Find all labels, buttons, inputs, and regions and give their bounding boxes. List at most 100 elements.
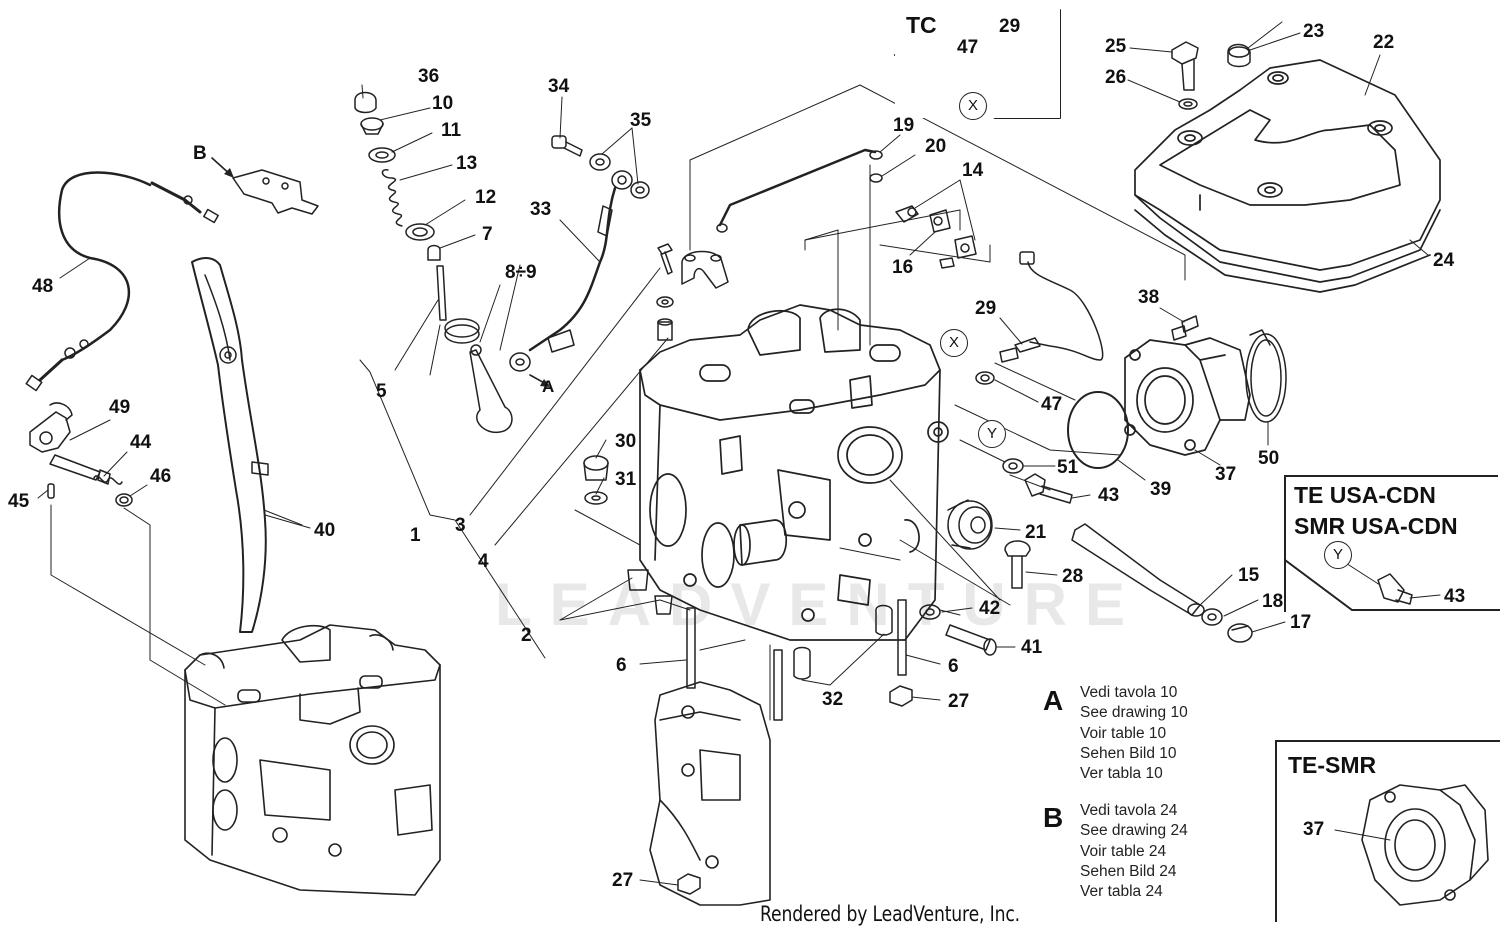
reference-a-line: Voir table 10	[1080, 724, 1167, 742]
callout-30: 30	[615, 431, 637, 452]
callout-leaders	[37, 21, 1441, 886]
callout-13: 13	[456, 153, 478, 174]
marker-x-main: X	[940, 329, 968, 357]
bolt-38	[1171, 315, 1199, 341]
callout-11: 11	[441, 120, 462, 141]
te-smr-manifold	[1361, 784, 1489, 906]
marker-y-te-usa: Y	[1324, 541, 1352, 569]
cam-cap	[681, 250, 729, 289]
reference-a-letter: A	[1043, 685, 1064, 716]
head-bolt	[656, 243, 674, 341]
te-smr-box-title: TE-SMR	[1288, 752, 1377, 778]
cylinder-head-view-left	[184, 624, 441, 896]
callout-43-te-usa: 43	[1444, 586, 1466, 607]
clamp-50	[1245, 329, 1287, 423]
washer-46	[115, 493, 133, 507]
washer-42	[919, 604, 941, 620]
callout-26: 26	[1105, 67, 1127, 88]
te-usa-box-line1: TE USA-CDN	[1294, 482, 1436, 508]
callout-a-arrow: A	[542, 377, 555, 396]
callout-33: 33	[530, 199, 552, 220]
frame-lines	[689, 84, 1186, 721]
callout-6a: 6	[616, 655, 627, 676]
reference-a-line: See drawing 10	[1080, 704, 1188, 722]
callout-23: 23	[1303, 21, 1325, 42]
callout-32: 32	[822, 689, 844, 710]
reference-a-line: Sehen Bild 10	[1080, 744, 1177, 762]
callout-15: 15	[1238, 565, 1260, 586]
marker-y-main: Y	[978, 420, 1006, 448]
callout-39: 39	[1150, 479, 1172, 500]
callout-29-tc: 29	[999, 16, 1021, 37]
callout-49: 49	[109, 397, 131, 418]
plugs-2	[627, 569, 673, 615]
intake-manifold-37	[1124, 337, 1251, 456]
callout-4: 4	[478, 551, 489, 572]
callout-46: 46	[150, 466, 172, 487]
bearing-21	[947, 499, 993, 550]
marker-x-tc: X	[959, 92, 987, 120]
pin-45	[47, 483, 55, 499]
te-usa-cdn-box	[1284, 475, 1498, 612]
callout-21: 21	[1025, 522, 1047, 543]
callout-48: 48	[32, 276, 54, 297]
callout-8-9: 8÷9	[505, 262, 537, 283]
callout-41: 41	[1021, 637, 1043, 658]
callout-10: 10	[432, 93, 454, 114]
callout-12: 12	[475, 187, 497, 208]
callout-7: 7	[482, 224, 493, 245]
oil-tube-19	[716, 148, 883, 233]
washer-18	[1201, 608, 1223, 626]
callout-51: 51	[1057, 457, 1079, 478]
temp-sensor-29	[975, 251, 1104, 385]
cylinder-lower	[649, 681, 771, 906]
cylinder-head-main	[639, 304, 949, 641]
reference-b-letter: B	[1043, 802, 1064, 833]
callout-16: 16	[892, 257, 914, 278]
callout-38: 38	[1138, 287, 1160, 308]
valve-cover-22	[1134, 59, 1441, 293]
callout-18: 18	[1262, 591, 1284, 612]
footer-credit: Rendered by LeadVenture, Inc.	[760, 902, 1020, 926]
callout-50: 50	[1258, 448, 1280, 469]
valve-train	[354, 91, 513, 434]
tc-box-title: TC	[906, 12, 937, 38]
callout-47-tc: 47	[957, 37, 979, 58]
callout-44: 44	[130, 432, 152, 453]
callout-45: 45	[8, 491, 30, 512]
te-usa-bolt	[1377, 573, 1413, 605]
bushings-32	[793, 604, 893, 680]
callout-43: 43	[1098, 485, 1120, 506]
bolt-28	[1004, 540, 1031, 589]
callout-3: 3	[455, 515, 466, 536]
callout-14: 14	[962, 160, 984, 181]
callout-29: 29	[975, 298, 997, 319]
plug-23	[1227, 43, 1251, 68]
reference-b-line: See drawing 24	[1080, 822, 1188, 840]
reference-b-line: Ver tabla 24	[1080, 883, 1163, 901]
reference-a-line: Ver tabla 10	[1080, 765, 1163, 783]
callout-37: 37	[1215, 464, 1237, 485]
callout-31: 31	[615, 469, 637, 490]
reference-a-line: Vedi tavola 10	[1080, 684, 1178, 701]
callout-22: 22	[1373, 32, 1395, 53]
plug-17	[1227, 623, 1253, 643]
reference-a-lines: Vedi tavola 10 See drawing 10 Voir table…	[1080, 683, 1188, 784]
callout-35: 35	[630, 110, 652, 131]
callout-25: 25	[1105, 36, 1127, 57]
callout-1: 1	[410, 525, 421, 546]
washer-51	[1002, 458, 1024, 474]
callout-2: 2	[521, 625, 532, 646]
callout-27a: 27	[948, 691, 970, 712]
callout-6b: 6	[948, 656, 959, 677]
te-usa-box-line2: SMR USA-CDN	[1294, 513, 1458, 539]
te-smr-box	[1275, 740, 1500, 922]
bolt-43	[1024, 473, 1073, 504]
callout-27b: 27	[612, 870, 634, 891]
bracket-b	[232, 169, 319, 215]
reference-b-line: Voir table 24	[1080, 842, 1167, 860]
callout-19: 19	[893, 115, 915, 136]
reference-b-lines: Vedi tavola 24 See drawing 24 Voir table…	[1080, 801, 1188, 902]
callout-47: 47	[1041, 394, 1063, 415]
